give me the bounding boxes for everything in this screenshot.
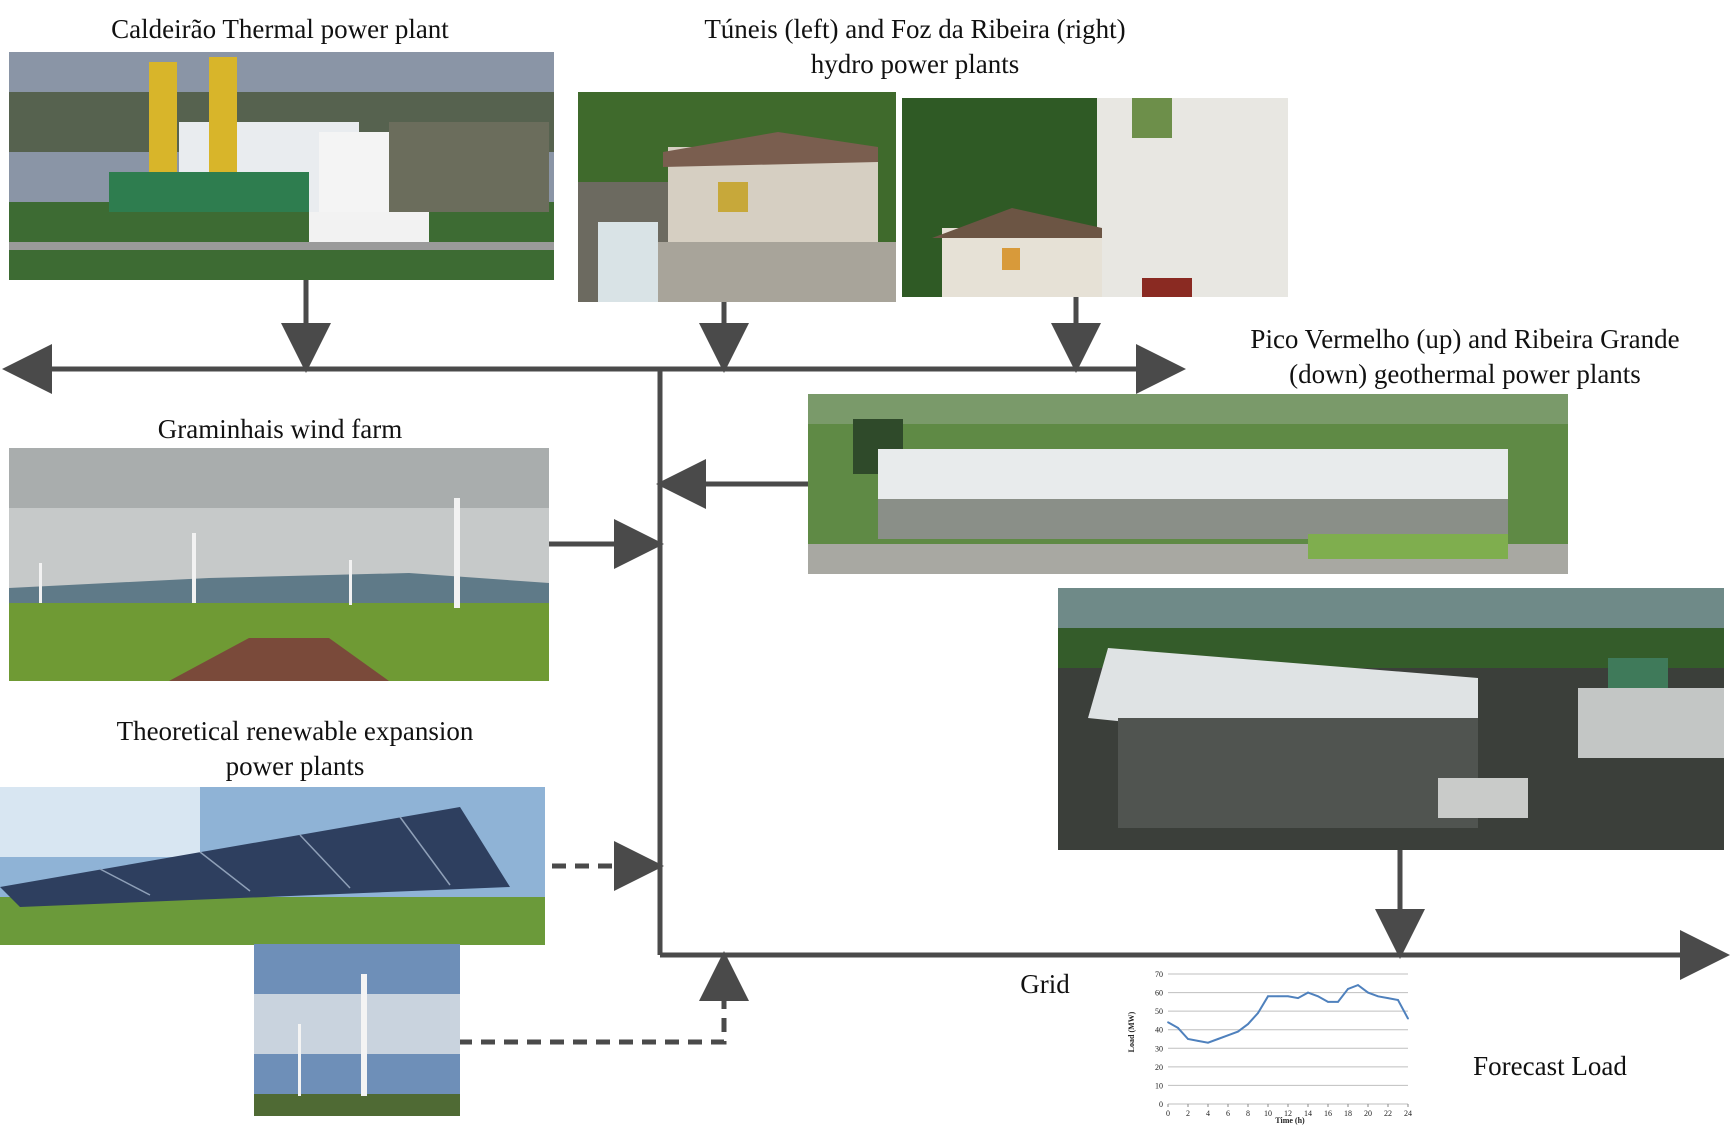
chart-data-point bbox=[1277, 995, 1279, 998]
chart-x-tick-label: 2 bbox=[1186, 1109, 1190, 1118]
chart-x-tick-label: 20 bbox=[1364, 1109, 1372, 1118]
chart-y-tick-label: 20 bbox=[1155, 1063, 1163, 1072]
chart-data-point bbox=[1267, 995, 1269, 998]
chart-data-point bbox=[1407, 1017, 1409, 1020]
chart-x-tick-label: 18 bbox=[1344, 1109, 1352, 1118]
forecast-load-label: Forecast Load bbox=[1473, 1051, 1627, 1081]
chart-x-tick-label: 24 bbox=[1404, 1109, 1412, 1118]
chart-x-tick-label: 4 bbox=[1206, 1109, 1210, 1118]
chart-x-tick-label: 0 bbox=[1166, 1109, 1170, 1118]
chart-data-point bbox=[1357, 984, 1359, 987]
renewable-label-line1: Theoretical renewable expansion bbox=[116, 716, 474, 746]
geothermal-label-line2: (down) geothermal power plants bbox=[1289, 359, 1641, 389]
ribeira-grande-geothermal-photo bbox=[1058, 588, 1724, 850]
renewable-label-line2: power plants bbox=[225, 751, 365, 781]
chart-data-point bbox=[1387, 997, 1389, 1000]
chart-data-point bbox=[1327, 1000, 1329, 1003]
chart-x-axis-label: Time (h) bbox=[1275, 1116, 1305, 1125]
hydro-label-line2: hydro power plants bbox=[810, 49, 1020, 79]
chart-x-tick-label: 12 bbox=[1284, 1109, 1292, 1118]
pico-vermelho-geothermal-photo bbox=[808, 394, 1568, 574]
chart-data-point bbox=[1377, 995, 1379, 998]
chart-x-tick-label: 16 bbox=[1324, 1109, 1332, 1118]
chart-y-axis-label: Load (MW) bbox=[1127, 1011, 1136, 1052]
hydro-label-line1: Túneis (left) and Foz da Ribeira (right) bbox=[704, 14, 1126, 44]
solar-farm-photo bbox=[0, 787, 545, 945]
chart-x-tick-label: 14 bbox=[1304, 1109, 1312, 1118]
chart-data-point bbox=[1317, 995, 1319, 998]
chart-y-tick-label: 40 bbox=[1155, 1026, 1163, 1035]
chart-data-point bbox=[1347, 987, 1349, 990]
chart-data-point bbox=[1297, 997, 1299, 1000]
chart-data-point bbox=[1257, 1012, 1259, 1014]
chart-data-point bbox=[1367, 991, 1369, 994]
wind-turbine-photo bbox=[254, 944, 460, 1116]
grid-label: Grid bbox=[1020, 969, 1070, 999]
chart-x-tick-label: 10 bbox=[1264, 1109, 1272, 1118]
wind-farm-label: Graminhais wind farm bbox=[157, 414, 403, 444]
chart-data-point bbox=[1167, 1021, 1169, 1024]
chart-y-ticks: 0 10 20 30 40 50 60 70 bbox=[1155, 970, 1163, 1109]
chart-series-line bbox=[1167, 983, 1409, 1044]
thermal-plant-photo bbox=[9, 52, 554, 280]
chart-data-point bbox=[1307, 991, 1309, 994]
chart-x-tick-label: 6 bbox=[1226, 1109, 1230, 1118]
chart-y-tick-label: 70 bbox=[1155, 970, 1163, 979]
chart-y-tick-label: 50 bbox=[1155, 1007, 1163, 1016]
chart-x-tick-label: 8 bbox=[1246, 1109, 1250, 1118]
foz-da-ribeira-hydro-photo bbox=[902, 98, 1288, 297]
chart-data-point bbox=[1337, 1000, 1339, 1003]
chart-data-point bbox=[1247, 1023, 1249, 1026]
tuneis-hydro-photo bbox=[578, 92, 896, 302]
chart-x-tick-label: 22 bbox=[1384, 1109, 1392, 1118]
chart-data-point bbox=[1207, 1041, 1209, 1044]
thermal-label: Caldeirão Thermal power plant bbox=[111, 14, 449, 44]
chart-y-tick-label: 0 bbox=[1159, 1100, 1163, 1109]
chart-y-tick-label: 60 bbox=[1155, 989, 1163, 998]
chart-data-point bbox=[1227, 1034, 1229, 1037]
chart-y-tick-label: 10 bbox=[1155, 1081, 1163, 1090]
chart-data-point bbox=[1187, 1038, 1189, 1040]
chart-data-point bbox=[1217, 1038, 1219, 1040]
chart-data-point bbox=[1197, 1039, 1199, 1042]
chart-data-point bbox=[1397, 999, 1399, 1001]
geothermal-label-line1: Pico Vermelho (up) and Ribeira Grande bbox=[1250, 324, 1680, 354]
turbine-dashed-arrow bbox=[458, 951, 749, 1045]
chart-data-point bbox=[1177, 1026, 1179, 1029]
chart-data-point bbox=[1287, 995, 1289, 998]
chart-y-tick-label: 30 bbox=[1155, 1044, 1163, 1053]
chart-data-point bbox=[1237, 1030, 1239, 1033]
graminhais-wind-farm-photo bbox=[9, 448, 549, 681]
